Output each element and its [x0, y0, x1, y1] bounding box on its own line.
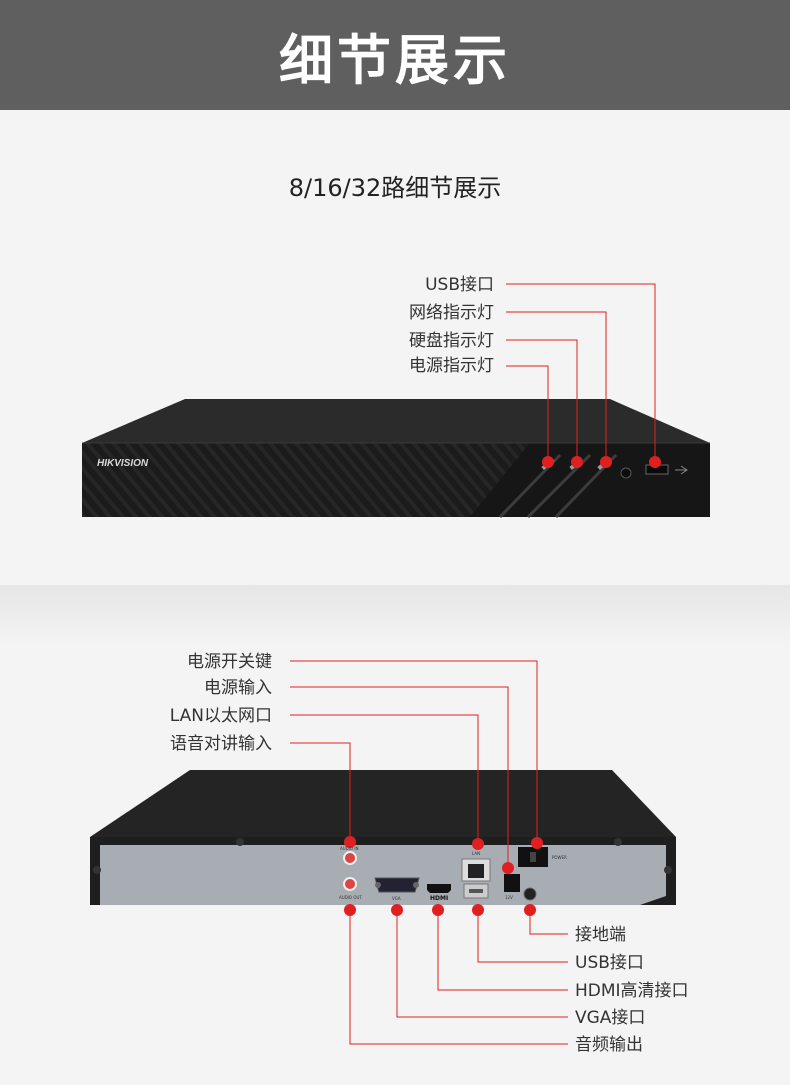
audio-in-port-icon: [343, 851, 357, 865]
vga-print: VGA: [392, 896, 401, 901]
rear-device-top: [90, 770, 676, 837]
section-divider: [0, 585, 790, 645]
callout-front-hdd-led-label: 硬盘指示灯: [409, 331, 494, 351]
callout-power-switch-label: 电源开关键: [187, 652, 272, 672]
callout-ground-label: 接地端: [575, 925, 626, 945]
rear-panel: [100, 845, 666, 905]
callout-hdmi-label: HDMI高清接口: [575, 981, 689, 1001]
lan-print: LAN: [472, 851, 481, 856]
callout-power-input-label: 电源输入: [204, 678, 272, 698]
hdmi-print: HDMI: [430, 895, 449, 902]
page-title: 细节展示: [279, 28, 511, 92]
callout-front-usb-label: USB接口: [425, 275, 494, 295]
audio-out-port-icon: [343, 877, 357, 891]
callout-lan-port-label: LAN以太网口: [169, 706, 272, 726]
ir-receiver-icon: [620, 467, 632, 479]
dc-input-icon: [504, 874, 520, 892]
callout-audio-in-label: 语音对讲输入: [170, 734, 272, 754]
callout-front-power-led-label: 电源指示灯: [409, 356, 494, 376]
callout-audio-out-label: 音频输出: [575, 1035, 643, 1055]
callout-front-network-led-label: 网络指示灯: [409, 303, 494, 323]
vga-port-icon: [374, 877, 420, 893]
section-subtitle: 8/16/32路细节展示: [288, 174, 502, 202]
header-banner: 细节展示: [0, 0, 790, 110]
callout-rear-usb-label: USB接口: [575, 953, 644, 973]
hdmi-port-icon: [427, 884, 451, 893]
dc-print: 12V: [505, 895, 513, 900]
brand-logo: HIKVISION: [97, 458, 149, 469]
front-device-top: [82, 399, 710, 443]
front-device-figure: [82, 283, 710, 519]
callout-vga-label: VGA接口: [575, 1008, 646, 1028]
audio-out-print: AUDIO OUT: [339, 895, 362, 900]
audio-in-print: AUDIO IN: [340, 846, 359, 851]
power-print: POWER: [552, 855, 567, 860]
ground-terminal-icon: [523, 887, 537, 901]
